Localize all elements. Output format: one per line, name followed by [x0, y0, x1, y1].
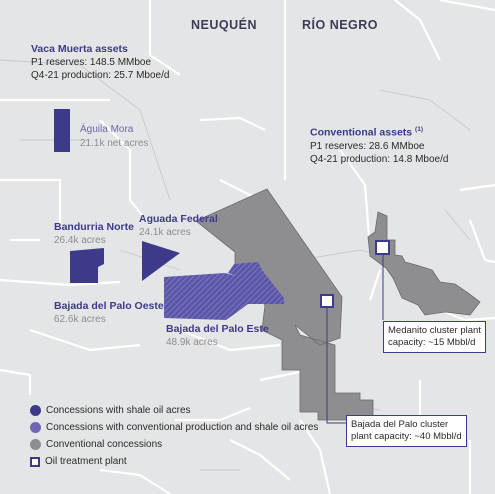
map-legend: Concessions with shale oil acres Concess… [30, 402, 318, 470]
medanito-plant-line1: Medanito cluster plant [388, 325, 481, 336]
bandurria-norte-name: Bandurria Norte [54, 221, 134, 233]
callout-line-bajada [326, 307, 346, 424]
legend-text-plant: Oil treatment plant [45, 456, 127, 467]
legend-dot-mixed [30, 422, 41, 433]
vaca-muerta-reserves: P1 reserves: 148.5 MMboe [31, 57, 152, 68]
bajada-este-acres: 48.9k acres [166, 337, 218, 348]
aguila-mora-acres: 21.1k net acres [80, 138, 149, 149]
aguada-federal-block [142, 241, 180, 281]
legend-dot-shale [30, 405, 41, 416]
bajada-oeste-name: Bajada del Palo Oeste [54, 300, 164, 312]
aguila-mora-name: Águila Mora [80, 124, 134, 135]
vaca-muerta-production: Q4-21 production: 25.7 Mboe/d [31, 70, 170, 81]
conventional-title-text: Conventional assets [310, 126, 413, 139]
bajada-oeste-acres: 62.6k acres [54, 314, 106, 325]
medanito-plant-callout: Medanito cluster plant capacity: ~15 Mbb… [383, 321, 486, 353]
legend-text-mixed: Concessions with conventional production… [46, 422, 319, 433]
bandurria-norte-acres: 26.4k acres [54, 235, 106, 246]
conventional-footnote: (1) [415, 126, 423, 133]
conventional-block-medanito [367, 211, 481, 316]
plant-medanito-marker [375, 240, 390, 255]
conventional-production: Q4-21 production: 14.8 Mboe/d [310, 154, 449, 165]
bajada-plant-callout: Bajada del Palo cluster plant capacity: … [346, 415, 467, 447]
bajada-del-palo-oeste-block [164, 273, 236, 320]
conventional-reserves: P1 reserves: 28.6 MMboe [310, 141, 425, 152]
legend-dot-conventional [30, 439, 41, 450]
plant-bajada-marker [320, 294, 334, 308]
province-rio-negro: RÍO NEGRO [302, 18, 379, 32]
bajada-este-name: Bajada del Palo Este [166, 323, 269, 335]
legend-text-shale: Concessions with shale oil acres [46, 405, 191, 416]
aguila-mora-block [54, 109, 70, 152]
bajada-del-palo-este-block [228, 262, 284, 313]
bandurria-norte-block [70, 248, 104, 283]
bajada-plant-line2: plant capacity: ~40 Mbbl/d [351, 430, 462, 442]
medanito-plant-line2: capacity: ~15 Mbbl/d [388, 336, 476, 348]
aguada-federal-name: Aguada Federal [139, 213, 218, 225]
legend-item-mixed: Concessions with conventional production… [30, 419, 318, 436]
legend-item-plant: Oil treatment plant [30, 453, 318, 470]
legend-item-shale: Concessions with shale oil acres [30, 402, 318, 419]
conventional-title: Conventional assets (1) [310, 126, 423, 139]
legend-square-plant [30, 456, 40, 467]
vaca-muerta-title: Vaca Muerta assets [31, 43, 128, 55]
bajada-plant-line1: Bajada del Palo cluster [351, 419, 449, 430]
province-neuquen: NEUQUÉN [191, 18, 258, 32]
legend-item-conventional: Conventional concessions [30, 436, 318, 453]
aguada-federal-acres: 24.1k acres [139, 227, 191, 238]
legend-text-conventional: Conventional concessions [46, 439, 163, 450]
